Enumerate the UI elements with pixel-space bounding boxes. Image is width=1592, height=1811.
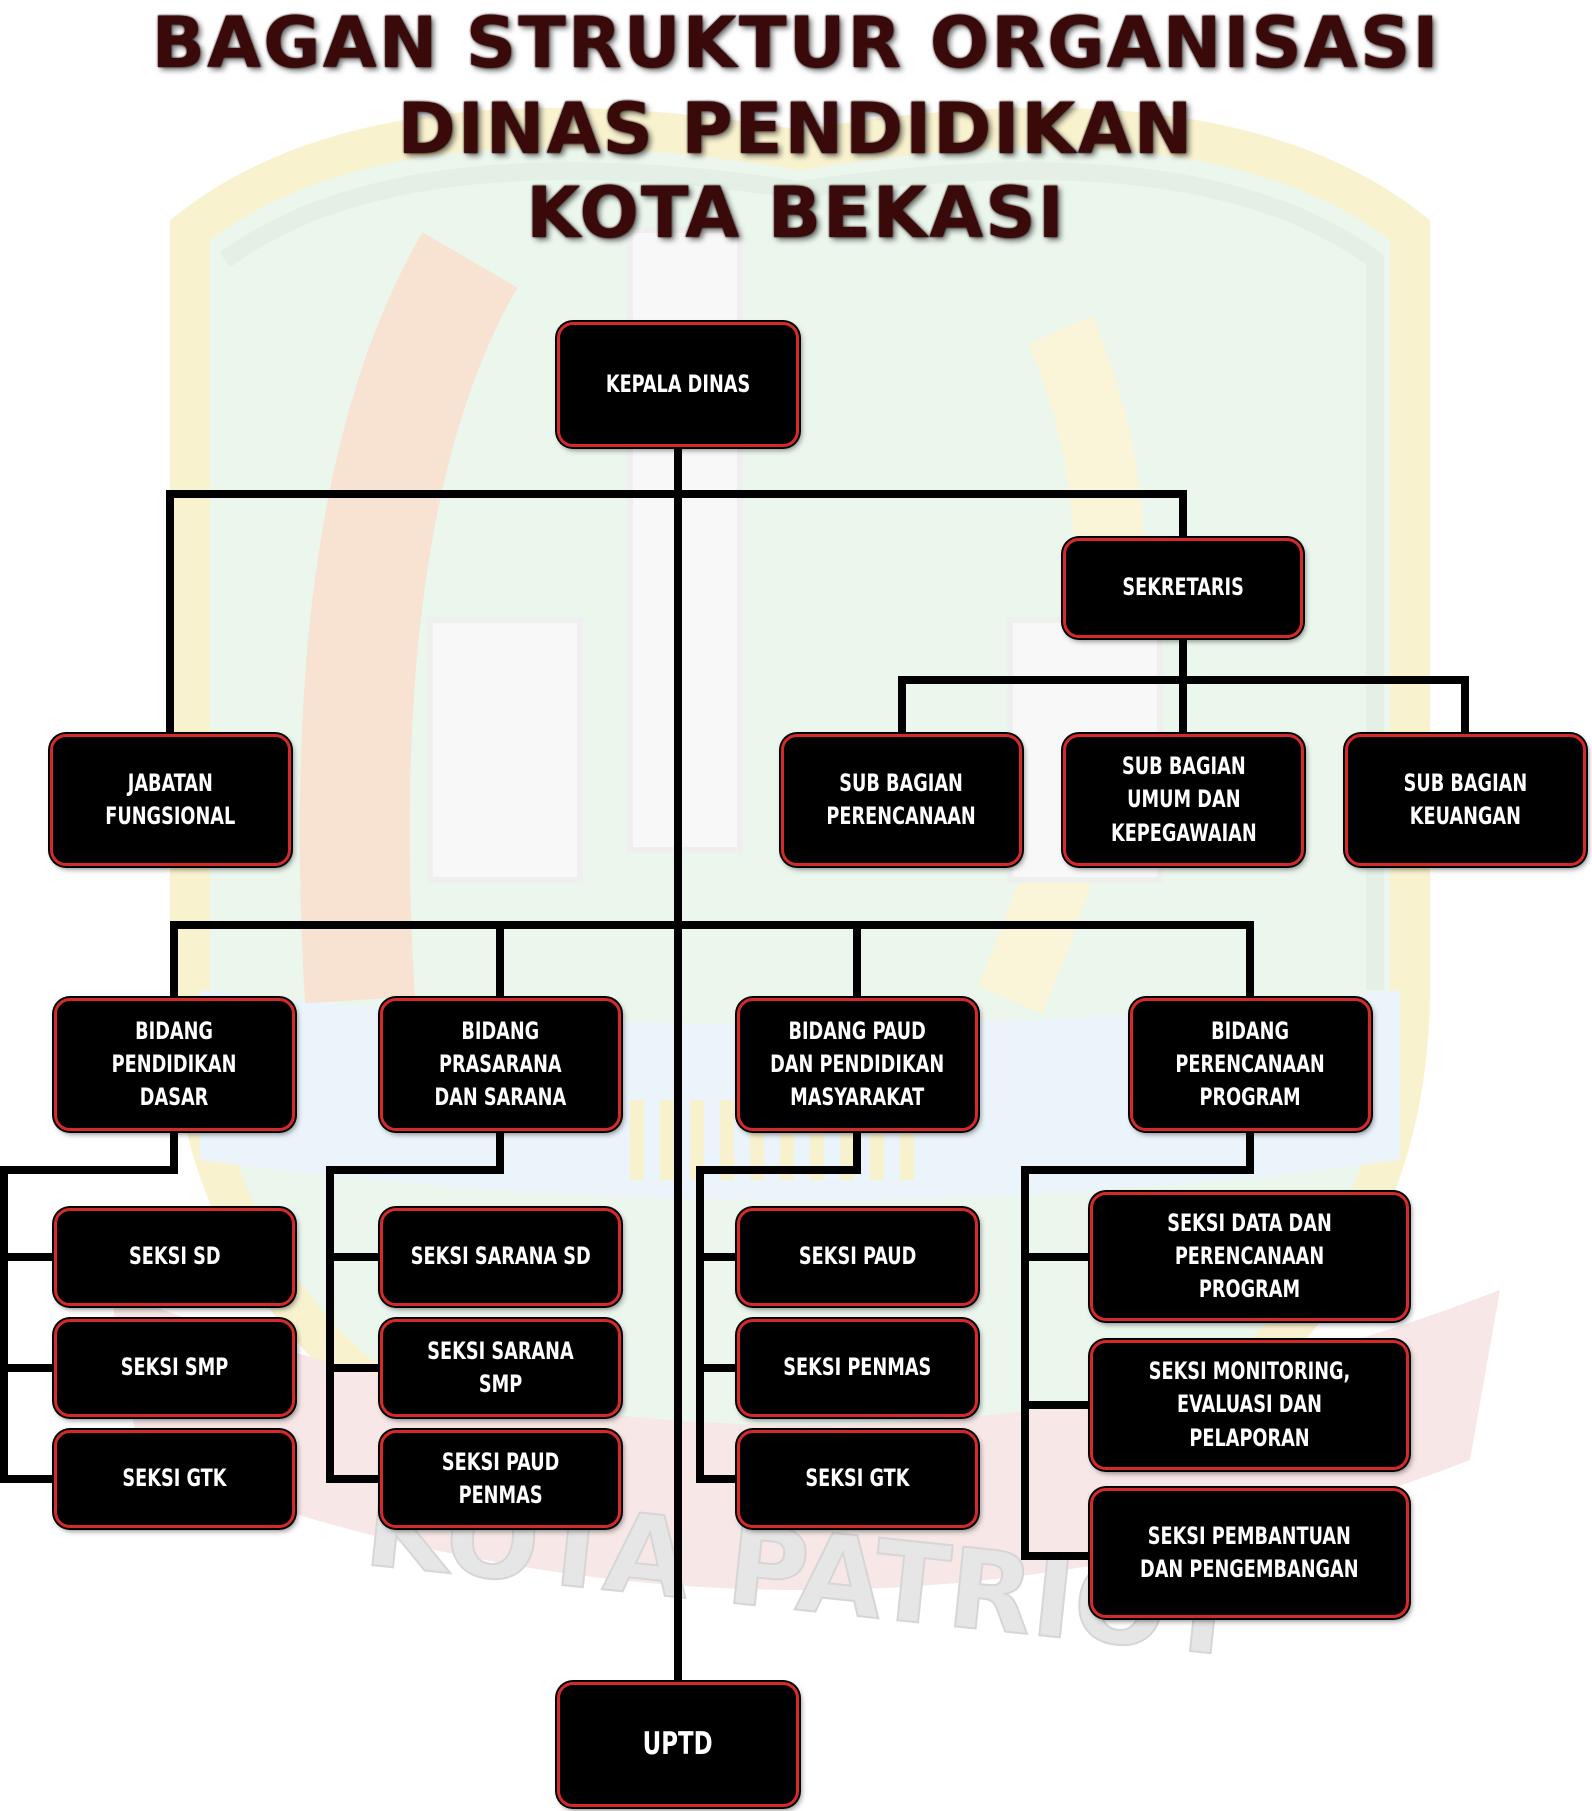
node-seksi-data-perencanaan: SEKSI DATA DAN PERENCANAAN PROGRAM bbox=[1090, 1192, 1409, 1321]
node-label: SEKSI PAUD bbox=[798, 1242, 917, 1271]
node-kepala-dinas: KEPALA DINAS bbox=[557, 322, 799, 447]
node-sekretaris: SEKRETARIS bbox=[1063, 538, 1303, 638]
node-label: SEKSI SARANA SMP bbox=[427, 1336, 574, 1398]
node-seksi-monitoring: SEKSI MONITORING, EVALUASI DAN PELAPORAN bbox=[1090, 1340, 1409, 1470]
node-seksi-gtk-dasar: SEKSI GTK bbox=[54, 1430, 295, 1528]
node-label: SEKSI GTK bbox=[805, 1464, 910, 1493]
node-label: SUB BAGIAN PERENCANAAN bbox=[826, 768, 977, 830]
node-label: SEKSI PAUD PENMAS bbox=[441, 1447, 560, 1509]
node-bidang-pendidikan-dasar: BIDANG PENDIDIKAN DASAR bbox=[54, 998, 295, 1131]
node-seksi-sd: SEKSI SD bbox=[54, 1208, 295, 1306]
node-label: BIDANG PERENCANAAN PROGRAM bbox=[1175, 1016, 1326, 1112]
chart-title-line-1: BAGAN STRUKTUR ORGANISASI bbox=[151, 2, 1441, 84]
node-seksi-penmas: SEKSI PENMAS bbox=[737, 1319, 978, 1417]
node-seksi-sarana-smp: SEKSI SARANA SMP bbox=[380, 1319, 621, 1417]
node-bidang-prasarana: BIDANG PRASARANA DAN SARANA bbox=[380, 998, 621, 1131]
node-seksi-smp: SEKSI SMP bbox=[54, 1319, 295, 1417]
node-seksi-pembantuan: SEKSI PEMBANTUAN DAN PENGEMBANGAN bbox=[1090, 1488, 1409, 1618]
node-label: SEKSI SARANA SD bbox=[410, 1242, 591, 1271]
node-sub-bagian-perencanaan: SUB BAGIAN PERENCANAAN bbox=[781, 734, 1022, 866]
chart-title-line-3: KOTA BEKASI bbox=[526, 172, 1066, 254]
node-label: SEKRETARIS bbox=[1122, 573, 1244, 602]
chart-title-line-2: DINAS PENDIDIKAN bbox=[397, 88, 1195, 170]
node-jabatan-fungsional: JABATAN FUNGSIONAL bbox=[50, 734, 291, 866]
node-label: BIDANG PAUD DAN PENDIDIKAN MASYARAKAT bbox=[770, 1016, 945, 1112]
node-label: JABATAN FUNGSIONAL bbox=[105, 768, 236, 830]
node-label: SEKSI PENMAS bbox=[783, 1353, 932, 1382]
node-label: SEKSI DATA DAN PERENCANAAN PROGRAM bbox=[1167, 1208, 1332, 1304]
node-label: SEKSI PEMBANTUAN DAN PENGEMBANGAN bbox=[1140, 1521, 1359, 1583]
node-label: UPTD bbox=[643, 1726, 713, 1763]
node-bidang-perencanaan-program: BIDANG PERENCANAAN PROGRAM bbox=[1130, 998, 1371, 1131]
node-seksi-paud: SEKSI PAUD bbox=[737, 1208, 978, 1306]
node-label: SEKSI SD bbox=[128, 1242, 221, 1271]
node-seksi-gtk-paud: SEKSI GTK bbox=[737, 1430, 978, 1528]
node-label: SUB BAGIAN UMUM DAN KEPEGAWAIAN bbox=[1110, 752, 1257, 847]
node-label: SEKSI SMP bbox=[120, 1353, 229, 1382]
node-label: BIDANG PENDIDIKAN DASAR bbox=[112, 1016, 237, 1112]
node-sub-bagian-umum: SUB BAGIAN UMUM DAN KEPEGAWAIAN bbox=[1063, 734, 1304, 866]
node-uptd: UPTD bbox=[557, 1682, 799, 1807]
node-seksi-sarana-sd: SEKSI SARANA SD bbox=[380, 1208, 621, 1306]
node-seksi-paud-penmas: SEKSI PAUD PENMAS bbox=[380, 1430, 621, 1528]
node-sub-bagian-keuangan: SUB BAGIAN KEUANGAN bbox=[1345, 734, 1586, 866]
node-label: KEPALA DINAS bbox=[605, 369, 751, 398]
node-bidang-paud: BIDANG PAUD DAN PENDIDIKAN MASYARAKAT bbox=[737, 998, 978, 1131]
node-label: SEKSI MONITORING, EVALUASI DAN PELAPORAN bbox=[1148, 1357, 1351, 1452]
node-label: SUB BAGIAN KEUANGAN bbox=[1403, 768, 1528, 830]
node-label: BIDANG PRASARANA DAN SARANA bbox=[434, 1016, 567, 1112]
node-label: SEKSI GTK bbox=[122, 1464, 227, 1493]
